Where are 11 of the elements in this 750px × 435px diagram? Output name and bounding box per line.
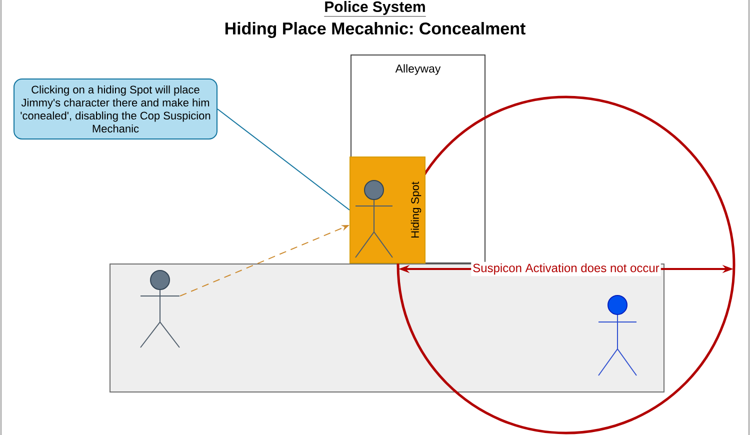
- subtitle: Hiding Place Mecahnic: Concealment: [225, 22, 526, 38]
- leader-line: [217, 108, 350, 210]
- callout-box: Clicking on a hiding Spot will place Jimmy's character there and make him 'conealed', disabling the Cop Suspicion Mechanic: [14, 78, 218, 140]
- range-circle: [396, 96, 736, 434]
- ground-box: [110, 264, 664, 392]
- dimension-label: Suspicon Activation does not occur: [471, 262, 661, 276]
- stick-figure: [598, 295, 637, 376]
- stick-figure: [355, 180, 393, 258]
- panel-box: Hiding Spot: [350, 156, 426, 264]
- stick-figure: [140, 270, 180, 348]
- title: Police System: [324, 1, 426, 17]
